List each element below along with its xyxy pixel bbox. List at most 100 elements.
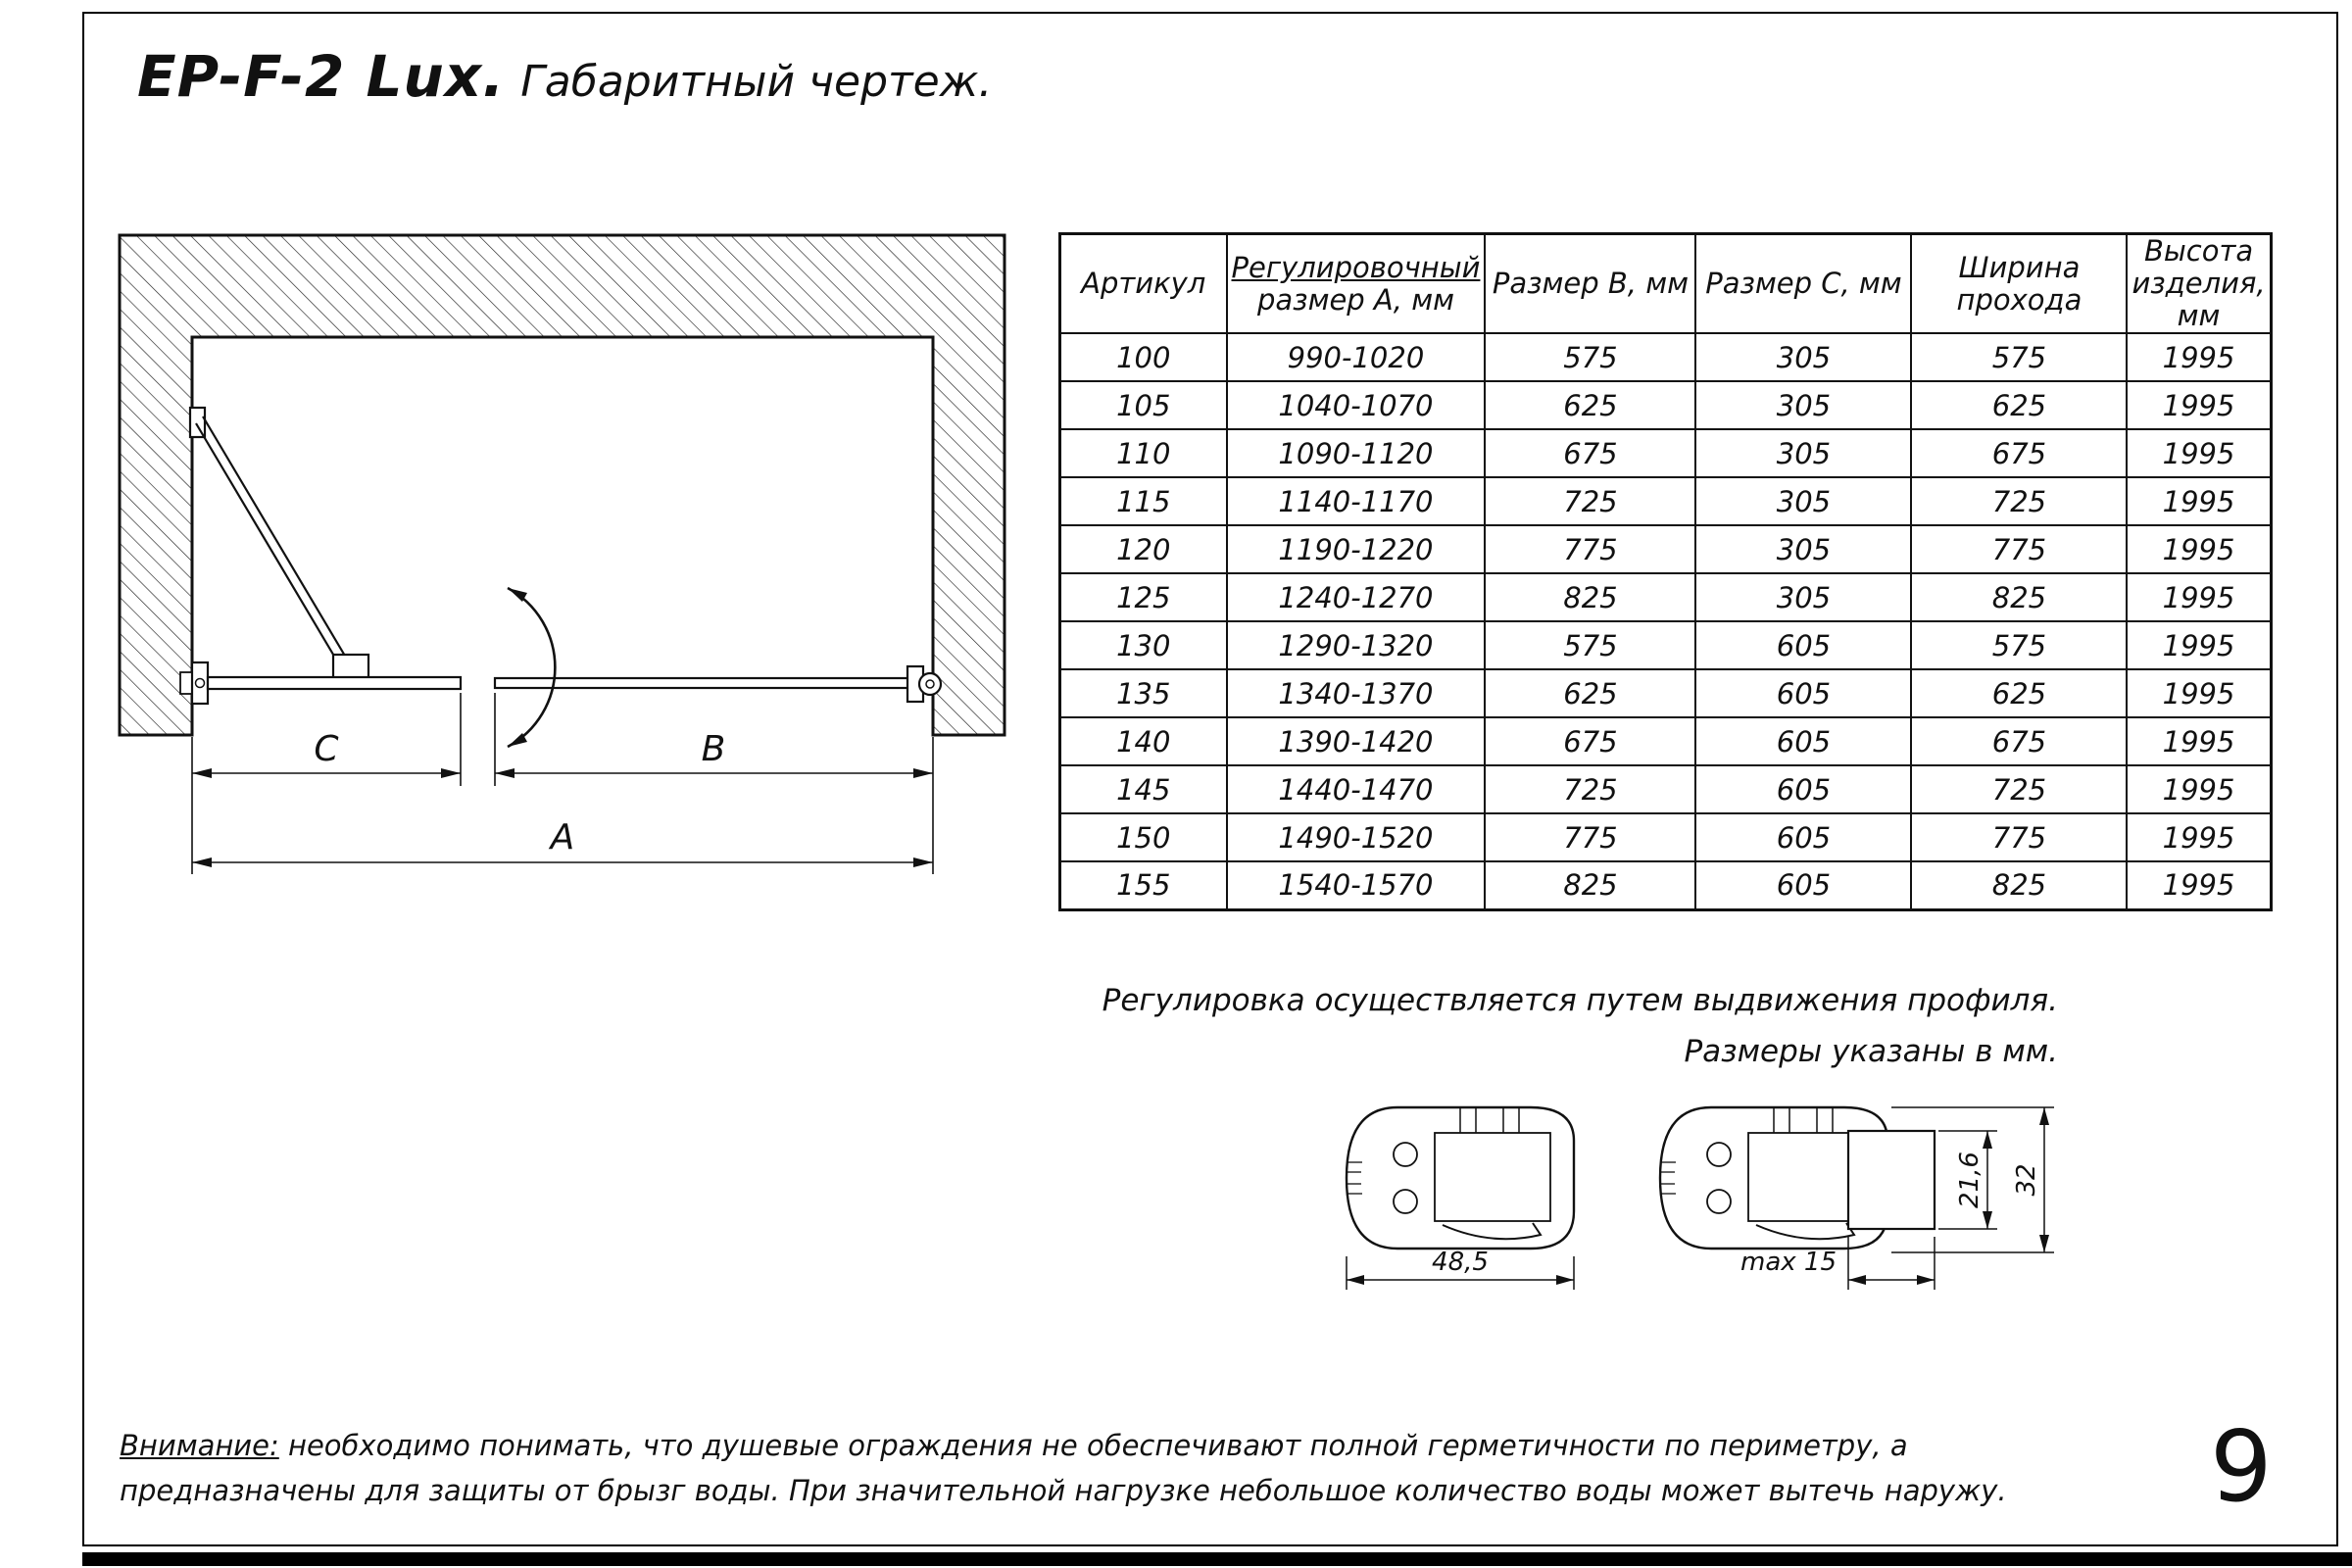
cell-product-height: 1995 <box>2126 380 2273 430</box>
note-line-1: Регулировка осуществляется путем выдвиже… <box>1102 983 2058 1018</box>
cell-product-height: 1995 <box>2126 620 2273 670</box>
page-frame <box>82 12 2338 1546</box>
cell-size-b: 775 <box>1484 812 1697 862</box>
cell-passage-width: 625 <box>1910 668 2129 718</box>
cell-product-height: 1995 <box>2126 860 2273 910</box>
profile-sections: 48,5 max 15 21,6 32 <box>1345 1105 2054 1290</box>
col-header-product-height: Высота изделия, мм <box>2126 232 2273 334</box>
table-row: 115 1140-1170 725 305 725 1995 <box>1058 476 2273 526</box>
table-row: 130 1290-1320 575 605 575 1995 <box>1058 620 2273 670</box>
table-row: 135 1340-1370 625 605 625 1995 <box>1058 668 2273 718</box>
brace-clamp <box>331 653 370 681</box>
cell-passage-width: 625 <box>1910 380 2129 430</box>
cell-passage-width: 825 <box>1910 572 2129 622</box>
table-row: 120 1190-1220 775 305 775 1995 <box>1058 524 2273 574</box>
page-subtitle: Габаритный чертеж. <box>520 57 993 107</box>
door-swing-arc <box>507 586 557 749</box>
col-header-adjustable-size-a: Регулировочный размер А, мм <box>1225 232 1487 334</box>
cell-size-c: 305 <box>1694 524 1913 574</box>
cell-size-c: 305 <box>1694 332 1913 382</box>
profile-width-label: 48,5 <box>1432 1248 1489 1277</box>
table-row: 105 1040-1070 625 305 625 1995 <box>1058 380 2273 430</box>
table-row: 140 1390-1420 675 605 675 1995 <box>1058 716 2273 766</box>
cell-article: 145 <box>1058 764 1228 814</box>
cell-product-height: 1995 <box>2126 572 2273 622</box>
cell-size-c: 605 <box>1694 860 1913 910</box>
cell-size-a: 1140-1170 <box>1225 476 1487 526</box>
title-block: EP-F-2 Lux. Габаритный чертеж. <box>137 43 992 110</box>
cell-size-b: 575 <box>1484 620 1697 670</box>
cell-passage-width: 575 <box>1910 620 2129 670</box>
cell-product-height: 1995 <box>2126 764 2273 814</box>
cell-passage-width: 575 <box>1910 332 2129 382</box>
cell-size-b: 625 <box>1484 380 1697 430</box>
cell-size-c: 605 <box>1694 812 1913 862</box>
cell-size-c: 305 <box>1694 572 1913 622</box>
swing-arrow-bottom <box>508 733 527 747</box>
page-number: 9 <box>2210 1409 2273 1524</box>
cell-size-c: 305 <box>1694 380 1913 430</box>
table-row: 145 1440-1470 725 605 725 1995 <box>1058 764 2273 814</box>
warning-note: Внимание: необходимо понимать, что душев… <box>120 1423 2080 1514</box>
cell-article: 155 <box>1058 860 1228 910</box>
cell-product-height: 1995 <box>2126 716 2273 766</box>
cell-size-b: 725 <box>1484 476 1697 526</box>
cell-article: 105 <box>1058 380 1228 430</box>
cell-passage-width: 675 <box>1910 716 2129 766</box>
fixed-panel <box>206 675 463 691</box>
wall-section-hatched <box>118 233 1006 737</box>
dimension-outer-height <box>1891 1106 2054 1253</box>
cell-product-height: 1995 <box>2126 524 2273 574</box>
warning-text: необходимо понимать, что душевые огражде… <box>120 1429 2007 1508</box>
left-wall-profile <box>179 661 210 706</box>
cell-size-b: 575 <box>1484 332 1697 382</box>
cell-article: 100 <box>1058 332 1228 382</box>
table-header-row: Артикул Регулировочный размер А, мм Разм… <box>1058 232 2273 334</box>
cell-size-a: 1040-1070 <box>1225 380 1487 430</box>
page-title: EP-F-2 Lux. <box>137 43 506 110</box>
dimension-a <box>192 858 933 867</box>
dimension-max-extension <box>1847 1237 1936 1290</box>
cell-size-a: 1240-1270 <box>1225 572 1487 622</box>
dimension-b <box>494 693 934 874</box>
cell-size-a: 1090-1120 <box>1225 428 1487 478</box>
inner-height-label: 21,6 <box>1955 1152 1984 1208</box>
cell-product-height: 1995 <box>2126 812 2273 862</box>
table-body: 100 990-1020 575 305 575 1995 105 1040-1… <box>1058 332 2273 910</box>
cell-size-b: 825 <box>1484 860 1697 910</box>
spec-table: Артикул Регулировочный размер А, мм Разм… <box>1058 232 2273 911</box>
dimension-profile-width <box>1346 1256 1575 1290</box>
cell-size-c: 305 <box>1694 476 1913 526</box>
cell-article: 135 <box>1058 668 1228 718</box>
table-row: 125 1240-1270 825 305 825 1995 <box>1058 572 2273 622</box>
cell-product-height: 1995 <box>2126 668 2273 718</box>
warning-label: Внимание: <box>120 1429 279 1462</box>
cell-size-c: 605 <box>1694 764 1913 814</box>
cell-size-a: 1340-1370 <box>1225 668 1487 718</box>
cell-article: 130 <box>1058 620 1228 670</box>
col-header-article: Артикул <box>1058 232 1228 334</box>
table-row: 155 1540-1570 825 605 825 1995 <box>1058 860 2273 910</box>
cell-product-height: 1995 <box>2126 476 2273 526</box>
cell-product-height: 1995 <box>2126 332 2273 382</box>
door-panel <box>493 676 913 690</box>
dim-b-label: B <box>702 729 726 769</box>
col-header-size-c: Размер С, мм <box>1694 232 1913 334</box>
cell-size-b: 675 <box>1484 716 1697 766</box>
cell-size-b: 625 <box>1484 668 1697 718</box>
cell-size-a: 990-1020 <box>1225 332 1487 382</box>
dim-a-label: A <box>549 817 575 858</box>
cell-size-a: 1190-1220 <box>1225 524 1487 574</box>
table-row: 110 1090-1120 675 305 675 1995 <box>1058 428 2273 478</box>
cell-size-c: 605 <box>1694 620 1913 670</box>
cell-article: 140 <box>1058 716 1228 766</box>
cell-size-c: 605 <box>1694 668 1913 718</box>
cell-size-a: 1440-1470 <box>1225 764 1487 814</box>
cell-passage-width: 775 <box>1910 812 2129 862</box>
cell-product-height: 1995 <box>2126 428 2273 478</box>
profile-section-closed <box>1345 1105 1576 1250</box>
cell-size-b: 825 <box>1484 572 1697 622</box>
support-brace <box>188 406 370 681</box>
dimension-c <box>191 693 462 874</box>
max-extension-label: max 15 <box>1740 1248 1837 1277</box>
